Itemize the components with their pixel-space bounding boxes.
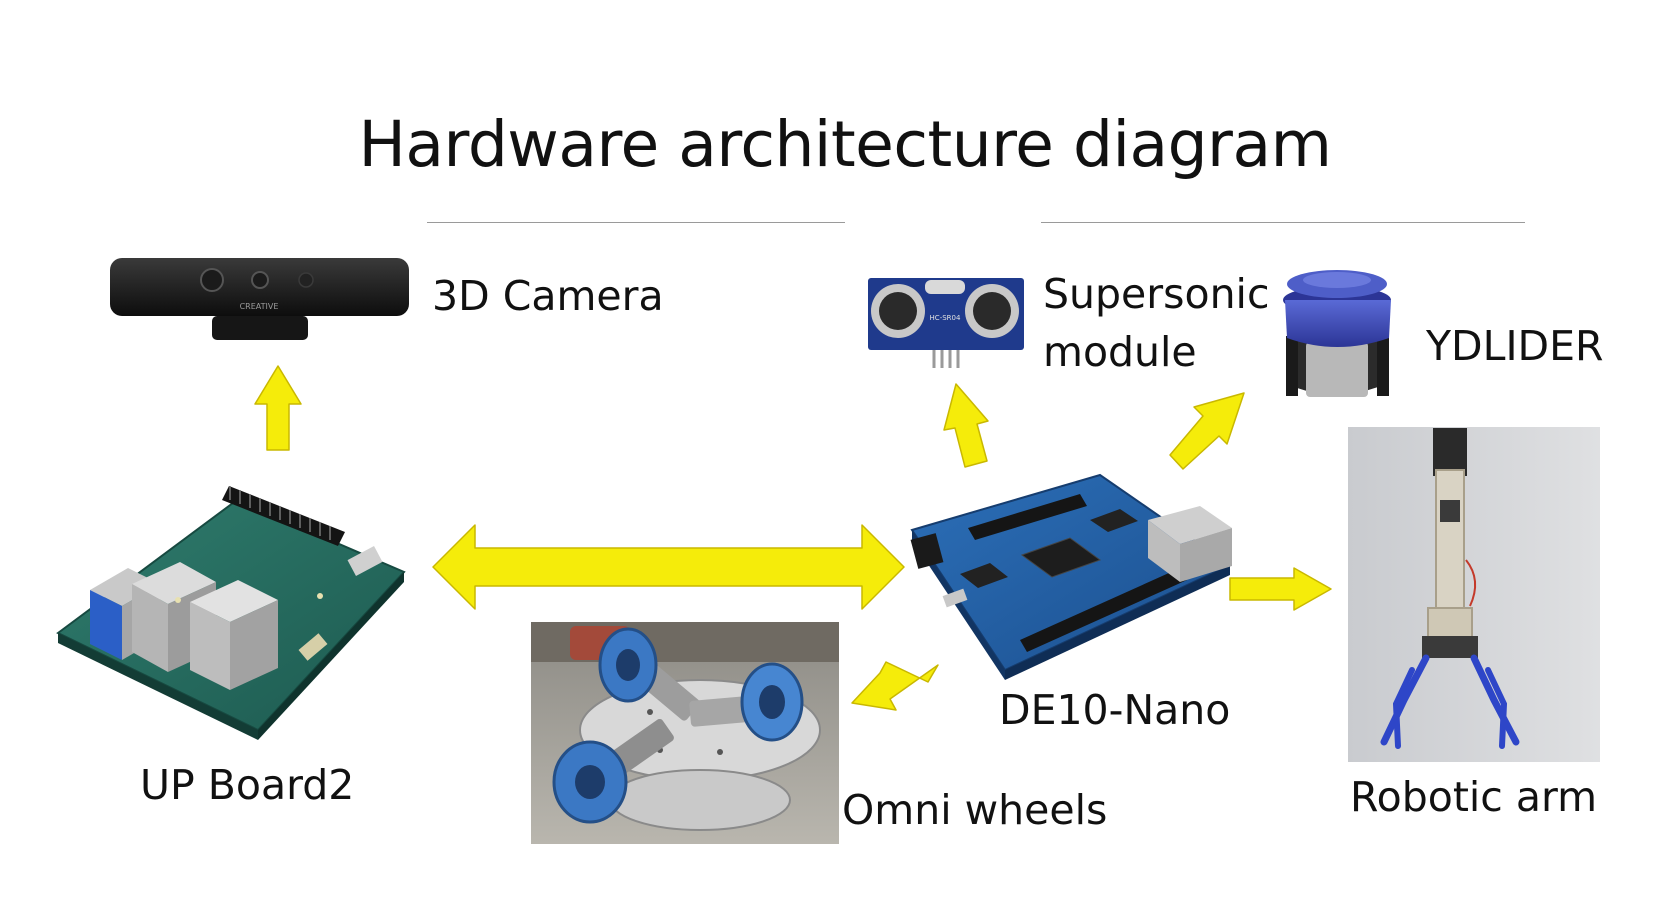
label-omni-wheels: Omni wheels bbox=[842, 786, 1108, 834]
label-supersonic-line1: Supersonic bbox=[1043, 270, 1270, 318]
arrow-nano-to-wheels bbox=[851, 661, 939, 711]
arrow-board-nano-bidirectional bbox=[432, 524, 905, 610]
lidar-image bbox=[1283, 270, 1391, 397]
title-rule-left bbox=[427, 222, 845, 223]
label-robotic-arm: Robotic arm bbox=[1350, 773, 1598, 821]
label-supersonic-line2: module bbox=[1043, 327, 1197, 376]
camera-brand: CREATIVE bbox=[240, 302, 279, 311]
label-up-board2: UP Board2 bbox=[140, 761, 355, 809]
sonic-chip-mark: HC-SR04 bbox=[930, 314, 961, 322]
arrow-nano-to-arm bbox=[1229, 567, 1332, 611]
diagram-title: Hardware architecture diagram bbox=[358, 108, 1332, 181]
arrow-nano-to-lidar bbox=[1169, 392, 1245, 470]
label-ydlider: YDLIDER bbox=[1426, 322, 1604, 370]
label-3d-camera: 3D Camera bbox=[432, 272, 664, 320]
label-supersonic-module: Supersonic module bbox=[1043, 264, 1269, 383]
de10-nano-image bbox=[910, 473, 1233, 680]
arrow-nano-to-sonic bbox=[943, 383, 989, 468]
robotic-arm-image bbox=[1348, 427, 1600, 762]
omni-wheels-image bbox=[531, 622, 839, 844]
label-de10-nano: DE10-Nano bbox=[999, 686, 1231, 734]
up-board-image bbox=[56, 486, 406, 740]
title-rule-right bbox=[1041, 222, 1525, 223]
camera-image: CREATIVE bbox=[110, 258, 409, 340]
supersonic-module-image: HC-SR04 bbox=[868, 278, 1024, 368]
arrow-board-to-camera bbox=[254, 365, 302, 451]
